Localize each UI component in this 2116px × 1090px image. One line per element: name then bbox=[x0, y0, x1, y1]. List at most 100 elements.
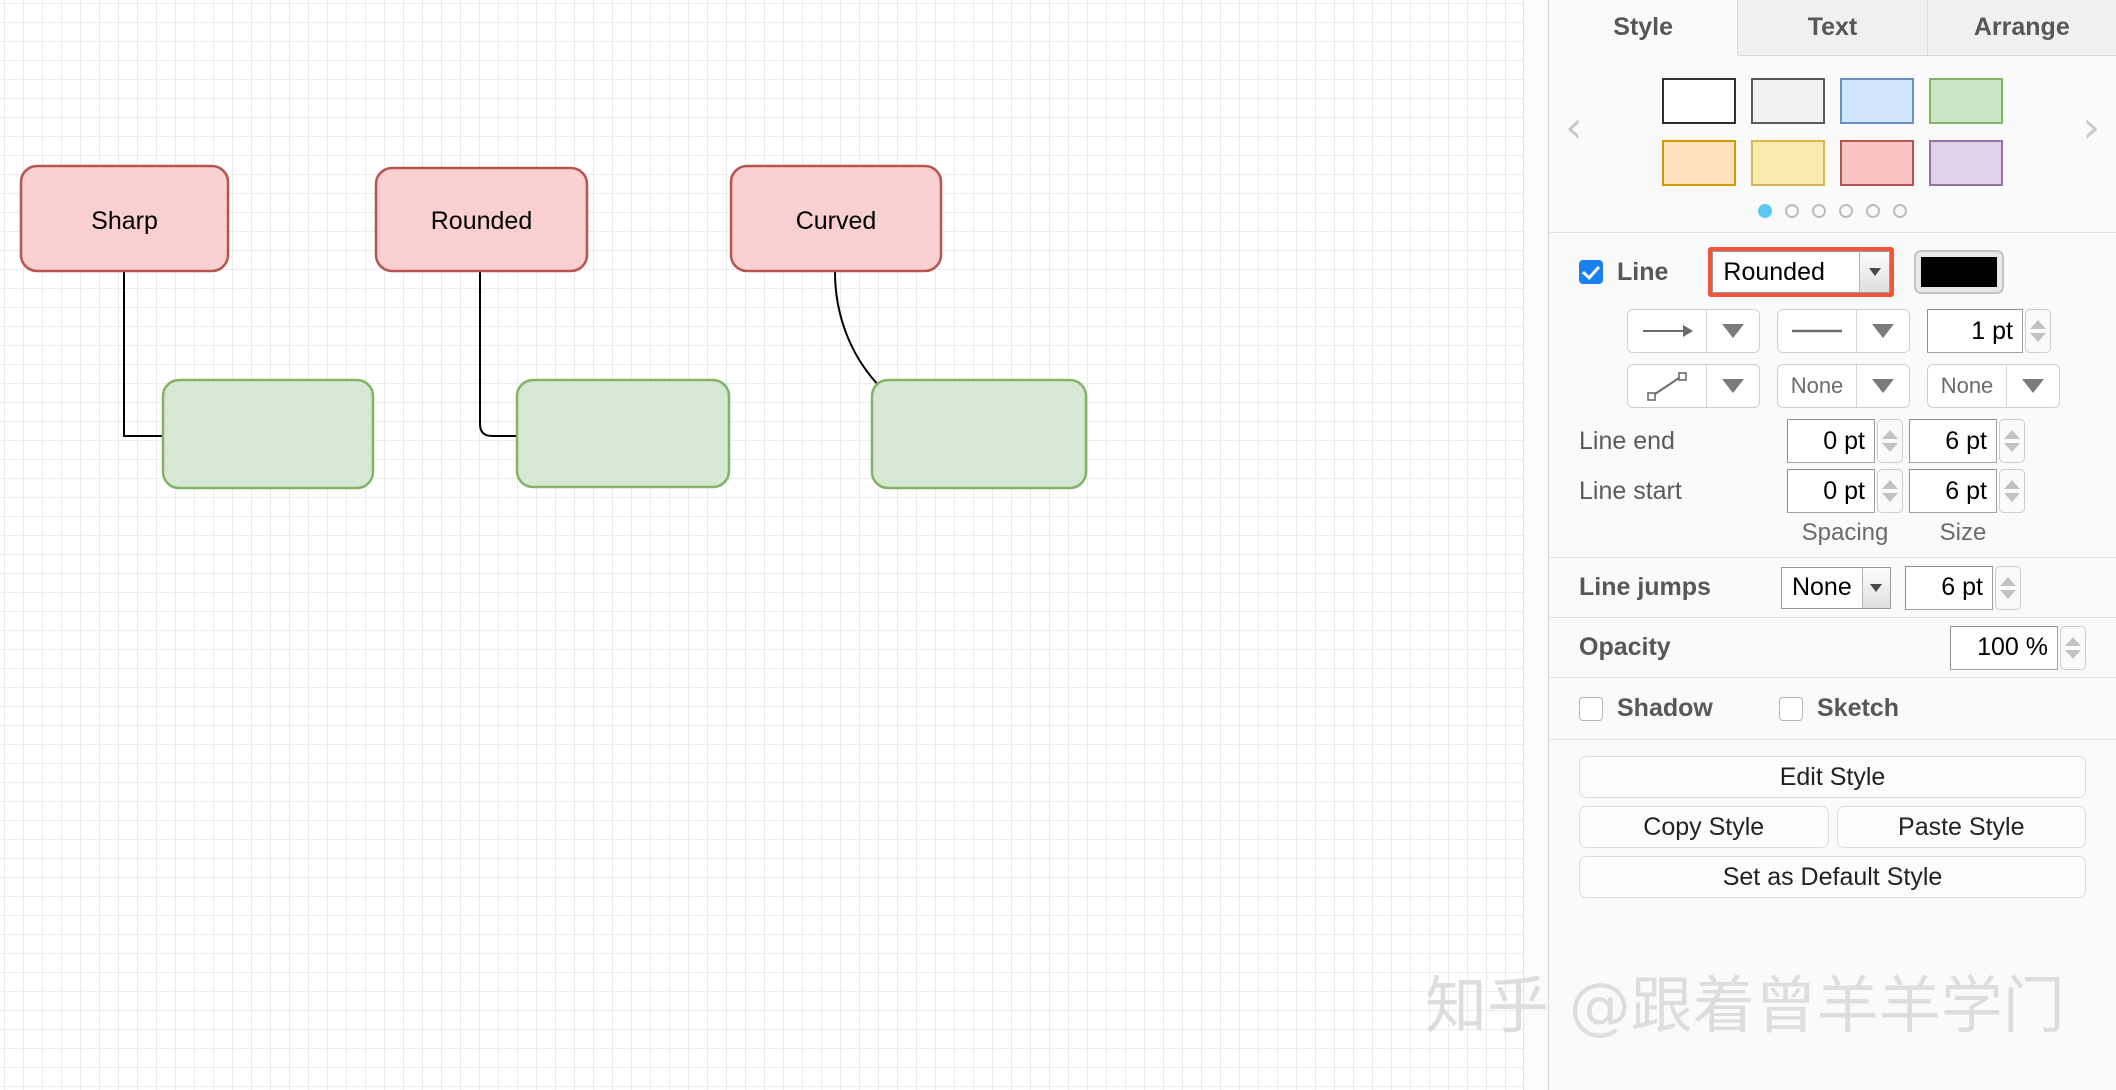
stroke-style-button[interactable] bbox=[1777, 309, 1910, 353]
line-perimeter-button[interactable]: None bbox=[1927, 364, 2060, 408]
swatch-gray[interactable] bbox=[1751, 78, 1825, 124]
shadow-toggle[interactable]: Shadow bbox=[1579, 694, 1779, 723]
swatch-grid bbox=[1549, 78, 2116, 186]
line-jumps-value: None bbox=[1791, 573, 1852, 601]
line-end-size-stepper[interactable] bbox=[1999, 419, 2025, 463]
opacity-label: Opacity bbox=[1579, 633, 1671, 661]
swatch-page-dots bbox=[1549, 204, 2116, 218]
line-end-label: Line end bbox=[1579, 426, 1675, 455]
line-row-2: None None bbox=[1549, 364, 2116, 408]
line-start-spacing-input[interactable]: 0 pt bbox=[1787, 469, 1875, 513]
size-caption: Size bbox=[1939, 519, 1987, 546]
sketch-toggle[interactable]: Sketch bbox=[1779, 694, 1899, 723]
format-panel: Style Text Arrange ‹ › bbox=[1548, 0, 2116, 1090]
line-end-spacing-input[interactable]: 0 pt bbox=[1787, 419, 1875, 463]
swatch-orange[interactable] bbox=[1662, 140, 1736, 186]
spacing-caption: Spacing bbox=[1801, 519, 1889, 546]
opacity-stepper[interactable] bbox=[2060, 625, 2086, 670]
tab-arrange[interactable]: Arrange bbox=[1927, 0, 2116, 56]
panel-tabs: Style Text Arrange bbox=[1549, 0, 2116, 56]
line-start-size-input[interactable]: 6 pt bbox=[1909, 469, 1997, 513]
copy-paste-style-pair: Copy Style Paste Style bbox=[1579, 806, 2086, 848]
tab-style[interactable]: Style bbox=[1549, 0, 1739, 56]
arrow-style-button[interactable] bbox=[1627, 309, 1760, 353]
line-width-value: 1 pt bbox=[1971, 316, 2013, 345]
style-actions: Edit Style Copy Style Paste Style Set as… bbox=[1549, 740, 2116, 898]
line-style-select[interactable]: Rounded bbox=[1712, 251, 1891, 293]
line-start-size-stepper[interactable] bbox=[1999, 469, 2025, 513]
effect-toggles-row: Shadow Sketch bbox=[1549, 678, 2116, 740]
swatch-white[interactable] bbox=[1662, 78, 1736, 124]
canvas-panel-gap bbox=[1523, 0, 1548, 1090]
style-swatch-section: ‹ › bbox=[1549, 56, 2116, 233]
line-width-stepper[interactable] bbox=[2025, 309, 2051, 353]
line-label: Line bbox=[1617, 257, 1669, 286]
stroke-style-dropdown-icon[interactable] bbox=[1857, 310, 1909, 352]
target-box-2[interactable] bbox=[515, 378, 731, 489]
edit-style-button[interactable]: Edit Style bbox=[1579, 756, 2086, 798]
solid-line-icon bbox=[1778, 310, 1856, 352]
line-style-value: Rounded bbox=[1723, 257, 1825, 286]
curved-box[interactable] bbox=[729, 164, 943, 273]
tab-arrange-label: Arrange bbox=[1973, 13, 2070, 41]
line-start-row: Line start 0 pt 6 pt bbox=[1549, 469, 2116, 513]
line-perimeter-value-wrap: None bbox=[1928, 365, 2006, 407]
line-start-spacing-stepper[interactable] bbox=[1877, 469, 1903, 513]
line-jumps-size-input[interactable]: 6 pt bbox=[1904, 565, 1993, 610]
line-width-input[interactable]: 1 pt bbox=[1927, 309, 2023, 353]
diagram-canvas[interactable]: Sharp Rounded Curved bbox=[0, 0, 1523, 1090]
line-header-row: Line Rounded bbox=[1549, 247, 2116, 297]
chevron-down-icon bbox=[1859, 252, 1890, 292]
line-captions-row: Spacing Size bbox=[1549, 519, 2116, 547]
line-end-size-input[interactable]: 6 pt bbox=[1909, 419, 1997, 463]
tab-text-label: Text bbox=[1807, 13, 1858, 41]
line-style-highlight: Rounded bbox=[1708, 247, 1895, 297]
paste-style-button[interactable]: Paste Style bbox=[1836, 806, 2086, 848]
line-pattern-button[interactable]: None bbox=[1777, 364, 1910, 408]
waypoint-style-dropdown-icon[interactable] bbox=[1707, 365, 1759, 407]
rounded-box[interactable] bbox=[374, 166, 589, 273]
line-color-button[interactable] bbox=[1914, 250, 2005, 294]
chevron-right-icon[interactable]: › bbox=[2082, 102, 2100, 153]
line-end-spacing-stepper[interactable] bbox=[1877, 419, 1903, 463]
page-dot-3[interactable] bbox=[1812, 204, 1826, 218]
line-perimeter-dropdown-icon[interactable] bbox=[2007, 365, 2059, 407]
set-default-style-button[interactable]: Set as Default Style bbox=[1579, 856, 2086, 898]
page-dot-4[interactable] bbox=[1839, 204, 1853, 218]
line-start-label: Line start bbox=[1579, 476, 1682, 505]
line-end-spacing-value: 0 pt bbox=[1823, 426, 1865, 455]
line-jumps-label: Line jumps bbox=[1579, 573, 1711, 601]
swatch-blue[interactable] bbox=[1840, 78, 1914, 124]
opacity-input[interactable]: 100 % bbox=[1950, 625, 2058, 670]
swatch-purple[interactable] bbox=[1929, 140, 2003, 186]
line-section: Line Rounded bbox=[1549, 233, 2116, 558]
arrow-style-dropdown-icon[interactable] bbox=[1707, 310, 1759, 352]
line-jumps-size-stepper[interactable] bbox=[1994, 565, 2021, 610]
shadow-label: Shadow bbox=[1617, 694, 1713, 722]
swatch-green[interactable] bbox=[1929, 78, 2003, 124]
line-pattern-dropdown-icon[interactable] bbox=[1857, 365, 1909, 407]
sharp-box[interactable] bbox=[19, 164, 230, 273]
target-box-3[interactable] bbox=[870, 378, 1088, 490]
page-dot-6[interactable] bbox=[1893, 204, 1907, 218]
sketch-checkbox[interactable] bbox=[1779, 696, 1803, 721]
target-box-1[interactable] bbox=[161, 378, 375, 490]
line-checkbox[interactable] bbox=[1579, 260, 1603, 284]
line-jumps-select[interactable]: None bbox=[1780, 566, 1891, 609]
line-jumps-size-value: 6 pt bbox=[1941, 573, 1983, 601]
page-dot-1[interactable] bbox=[1758, 204, 1772, 218]
copy-style-button[interactable]: Copy Style bbox=[1579, 806, 1829, 848]
swatch-red[interactable] bbox=[1840, 140, 1914, 186]
line-perimeter-value: None bbox=[1940, 373, 1994, 398]
line-start-spacing-value: 0 pt bbox=[1823, 476, 1865, 505]
waypoint-style-button[interactable] bbox=[1627, 364, 1760, 408]
tab-style-label: Style bbox=[1613, 13, 1674, 41]
page-dot-2[interactable] bbox=[1785, 204, 1799, 218]
shadow-checkbox[interactable] bbox=[1579, 696, 1603, 721]
page-dot-5[interactable] bbox=[1866, 204, 1880, 218]
line-pattern-value: None bbox=[1790, 373, 1844, 398]
chevron-left-icon[interactable]: ‹ bbox=[1565, 102, 1583, 153]
arrow-right-icon bbox=[1628, 310, 1706, 352]
swatch-yellow[interactable] bbox=[1751, 140, 1825, 186]
tab-text[interactable]: Text bbox=[1738, 0, 1928, 56]
